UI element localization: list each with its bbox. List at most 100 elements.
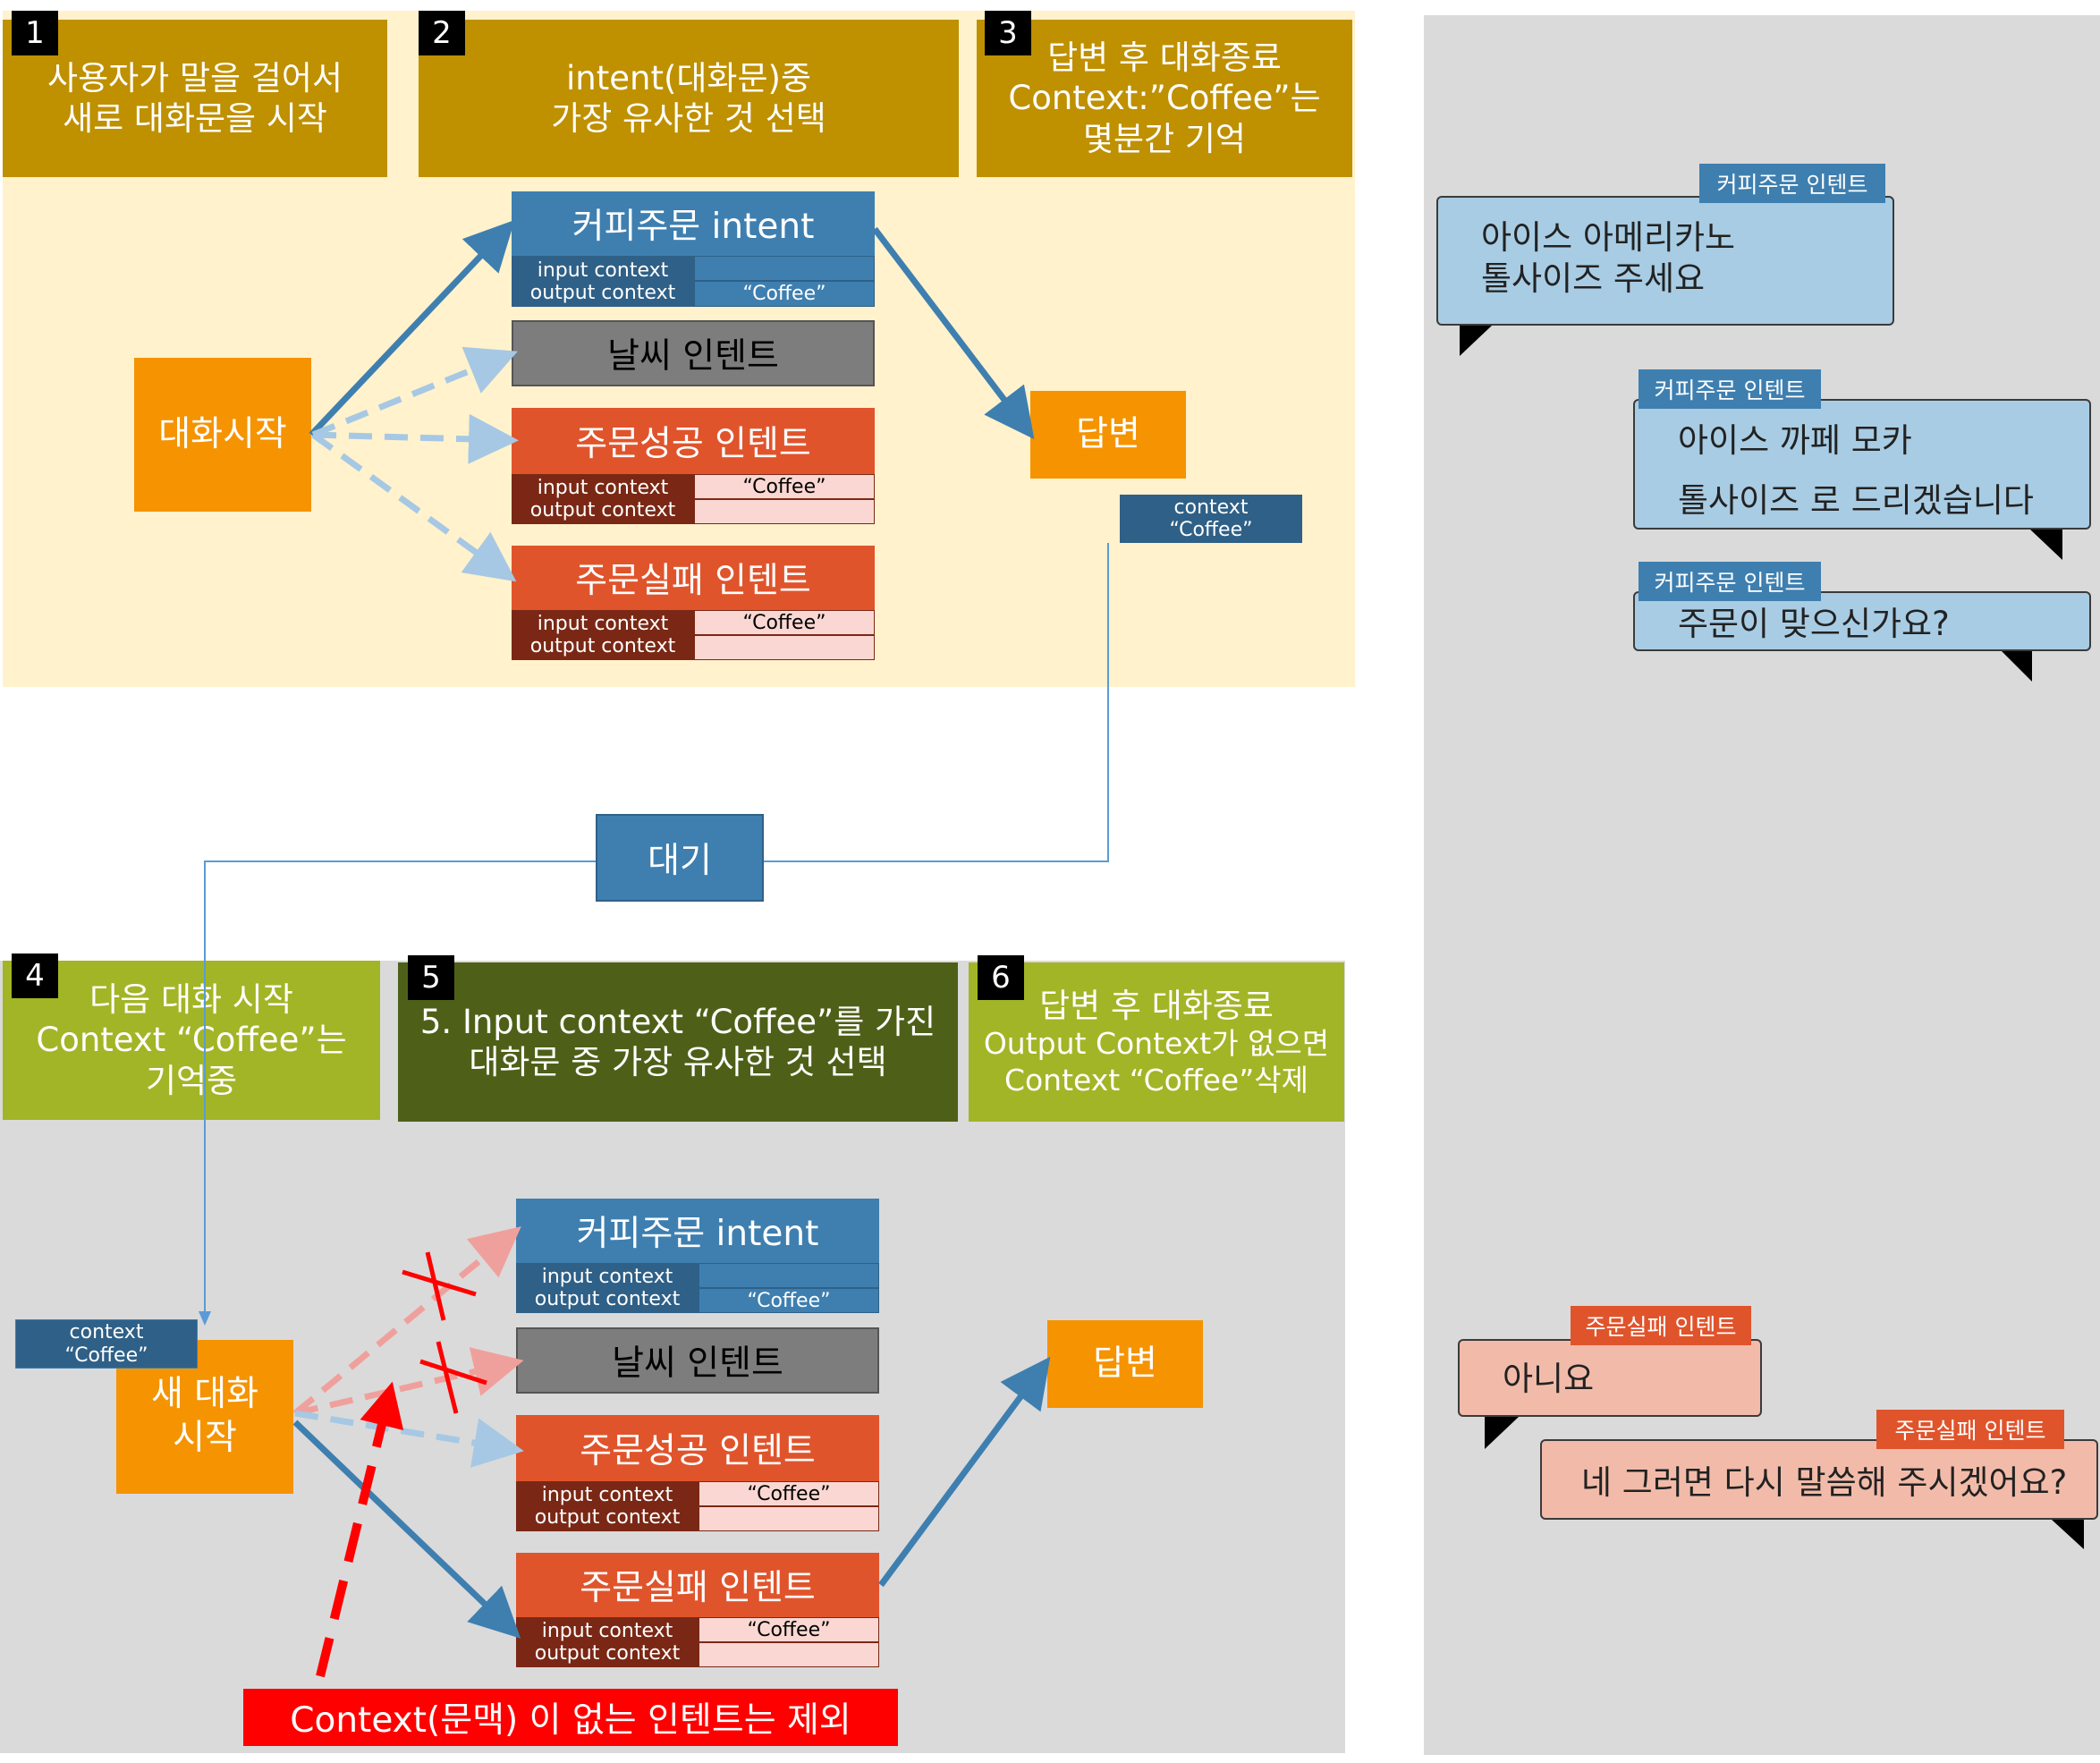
bubble-5-line-1: 네 그러면 다시 말씀해 주시겠어요?: [1581, 1463, 2068, 1502]
step-4-line-3: 기억중: [145, 1061, 238, 1100]
step-5-number: 5: [408, 955, 454, 1000]
arrow-start-to-weather: [311, 346, 518, 438]
context-label: context: [1173, 496, 1249, 519]
conversation-start-box: 대화시작: [134, 358, 311, 512]
success-input-value: “Coffee”: [694, 474, 875, 499]
chat-bubble-4: 아니요: [1458, 1339, 1762, 1417]
step-1-line-1: 사용자가 말을 걸어서: [47, 58, 343, 97]
fail-intent-context-labels: input context output context: [512, 610, 694, 660]
output-context-label: output context: [534, 1642, 681, 1665]
coffee-input-cell-2: [699, 1263, 879, 1288]
input-context-label: input context: [537, 613, 669, 635]
bubble-tail-4: [1485, 1417, 1519, 1449]
success-intent-title-2: 주문성공 인텐트: [516, 1415, 879, 1481]
fail-intent-title-2: 주문실패 인텐트: [516, 1553, 879, 1617]
chat-tag-1: 커피주문 인텐트: [1699, 164, 1885, 203]
fail-input-value: “Coffee”: [694, 610, 875, 635]
chat-tag-4: 주문실패 인텐트: [1571, 1306, 1751, 1345]
coffee-input-cell: [694, 256, 875, 281]
step-6-line-2: Output Context가 없으면: [983, 1026, 1330, 1062]
wait-connector: [764, 543, 1109, 862]
fail-output-cell-2: [699, 1642, 879, 1667]
step-6-box: 답변 후 대화종료 Output Context가 없으면 Context “C…: [969, 962, 1344, 1122]
bubble-tail-2: [2030, 530, 2062, 560]
arrow-new-to-coffee: [292, 1226, 521, 1416]
success-input-value-2: “Coffee”: [699, 1481, 879, 1506]
bubble-2-line-2: 톨사이즈 로 드리겠습니다: [1678, 480, 2034, 520]
fail-intent-title: 주문실패 인텐트: [512, 546, 875, 610]
arrow-fail-to-answer: [878, 1356, 1051, 1588]
coffee-intent-context-labels-2: input context output context: [516, 1263, 699, 1313]
success-output-cell: [694, 499, 875, 524]
chat-tag-2: 커피주문 인텐트: [1639, 369, 1821, 409]
chat-bubble-3: 주문이 맞으신가요?: [1633, 591, 2091, 651]
fail-input-value-2: “Coffee”: [699, 1617, 879, 1642]
step-2-number: 2: [419, 11, 465, 55]
success-intent-context-labels: input context output context: [512, 474, 694, 524]
coffee-intent-title: 커피주문 intent: [512, 191, 875, 256]
step-4-line-1: 다음 대화 시작: [89, 980, 293, 1020]
wait-connector-2: [204, 860, 596, 1320]
step-2-box: intent(대화문)중 가장 유사한 것 선택: [419, 20, 959, 177]
step-4-box: 다음 대화 시작 Context “Coffee”는 기억중: [3, 961, 380, 1120]
chat-bubble-5: 네 그러면 다시 말씀해 주시겠어요?: [1540, 1439, 2098, 1520]
step-5-box: 5. Input context “Coffee”를 가진 대화문 중 가장 유…: [398, 962, 958, 1122]
exclude-arrow: [316, 1381, 404, 1678]
input-context-label: input context: [541, 1266, 673, 1288]
answer-box-2: 답변: [1047, 1320, 1203, 1408]
step-2-line-1: intent(대화문)중: [566, 58, 811, 97]
chat-bubble-1: 아이스 아메리카노 톨사이즈 주세요: [1436, 196, 1894, 326]
success-intent-context-labels-2: input context output context: [516, 1481, 699, 1531]
wait-box: 대기: [596, 814, 764, 902]
step-1-box: 사용자가 말을 걸어서 새로 대화문을 시작: [3, 20, 387, 177]
bubble-1-line-2: 톨사이즈 주세요: [1481, 259, 1706, 299]
fail-output-cell: [694, 635, 875, 660]
output-context-label: output context: [534, 1506, 681, 1529]
bubble-3-line-1: 주문이 맞으신가요?: [1678, 605, 1950, 643]
step-4-number: 4: [12, 954, 58, 998]
output-context-label: output context: [534, 1288, 681, 1310]
arrow-new-to-success: [294, 1410, 524, 1468]
chat-bubble-2: 아이스 까페 모카 톨사이즈 로 드리겠습니다: [1633, 399, 2091, 530]
fail-intent-context-labels-2: input context output context: [516, 1617, 699, 1667]
coffee-intent-context-labels: input context output context: [512, 256, 694, 307]
step-6-line-1: 답변 후 대화종료: [1039, 987, 1274, 1026]
bubble-2-line-1: 아이스 까페 모카: [1678, 421, 1912, 460]
arrow-coffee-to-answer: [872, 226, 1035, 440]
arrow-start-to-fail: [310, 432, 517, 582]
chat-tag-3: 커피주문 인텐트: [1639, 562, 1821, 601]
weather-intent-title: 날씨 인텐트: [512, 320, 875, 386]
output-context-label: output context: [529, 499, 676, 521]
step-3-line-3: 몇분간 기억: [1083, 119, 1246, 158]
step-5-line-1: 5. Input context “Coffee”를 가진: [419, 1002, 936, 1041]
coffee-output-value-2: “Coffee”: [699, 1288, 879, 1313]
success-output-cell-2: [699, 1506, 879, 1531]
coffee-output-value: “Coffee”: [694, 281, 875, 307]
bubble-4-line-1: 아니요: [1503, 1360, 1595, 1398]
context-value: “Coffee”: [64, 1343, 148, 1367]
connector-arrowhead: [199, 1311, 211, 1326]
step-3-line-2: Context:”Coffee”는: [1008, 79, 1321, 118]
success-intent-title: 주문성공 인텐트: [512, 408, 875, 474]
coffee-intent-title-2: 커피주문 intent: [516, 1199, 879, 1263]
context-value: “Coffee”: [1169, 519, 1253, 541]
step-6-line-3: Context “Coffee”삭제: [1003, 1062, 1309, 1098]
start-line-2: 시작: [173, 1418, 237, 1458]
step-2-line-2: 가장 유사한 것 선택: [551, 99, 826, 138]
arrow-start-to-coffee: [309, 219, 515, 437]
arrow-new-to-fail: [292, 1420, 521, 1639]
step-1-number: 1: [12, 11, 58, 55]
chat-tag-5: 주문실패 인텐트: [1876, 1410, 2064, 1449]
bubble-tail-1: [1460, 326, 1492, 356]
answer-box: 답변: [1030, 391, 1186, 479]
input-context-label: input context: [541, 1484, 673, 1506]
step-4-line-2: Context “Coffee”는: [36, 1021, 347, 1060]
output-context-label: output context: [529, 281, 676, 304]
step-6-number: 6: [978, 955, 1024, 1000]
arrow-start-to-success: [312, 413, 519, 464]
input-context-label: input context: [541, 1620, 673, 1642]
cross-mark-coffee: [402, 1251, 477, 1321]
step-3-number: 3: [985, 11, 1031, 55]
answer-context-tag: context “Coffee”: [1120, 495, 1302, 543]
output-context-label: output context: [529, 635, 676, 657]
